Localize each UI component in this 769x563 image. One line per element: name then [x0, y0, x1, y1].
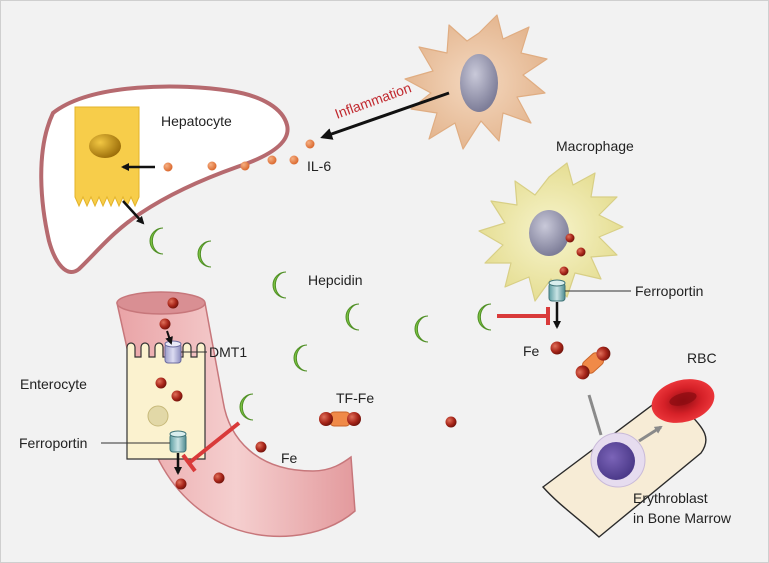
iron-particle [175, 478, 187, 490]
hepatocyte-nucleus [89, 134, 121, 158]
macrophage-iron-storing [478, 162, 624, 302]
ferroportin-macrophage-label: Ferroportin [635, 283, 703, 299]
tf-fe-label: TF-Fe [336, 390, 374, 406]
inflammation-arrow [320, 91, 450, 140]
dmt1-transporter [164, 340, 182, 364]
ferroportin-enterocyte [169, 430, 187, 453]
hepcidin-molecule [149, 227, 164, 255]
macrophage-nucleus-bottom [529, 210, 569, 256]
hepcidin-molecule [345, 303, 360, 331]
fe-gut-label: Fe [281, 450, 298, 466]
hepcidin-molecules [149, 227, 492, 421]
hepcidin-molecule [293, 344, 308, 372]
intestinal-iron-particles [155, 297, 183, 402]
red-blood-cell [651, 379, 715, 423]
enterocyte-nucleus [147, 405, 169, 427]
il6-particles [163, 139, 315, 172]
hepcidin-molecule [414, 315, 429, 343]
hepatocyte-cell [74, 106, 140, 208]
ferroportin-macrophage [548, 279, 566, 302]
erythroblast-label-line1: Erythroblast [633, 490, 708, 506]
erythroblast-label-line2: in Bone Marrow [633, 510, 732, 526]
hepcidin-molecule [477, 303, 492, 331]
intestine-opening [116, 291, 206, 315]
hepcidin-molecule [197, 240, 212, 268]
rbc-label: RBC [687, 350, 717, 366]
hepcidin-label: Hepcidin [308, 272, 362, 288]
transferrin-iron [319, 411, 361, 427]
dmt1-import-arrow [165, 330, 173, 345]
hepcidin-inhibition-macrophage [497, 307, 550, 325]
erythroblast-to-rbc-arrow [638, 425, 663, 443]
macrophage-inflammatory [404, 14, 548, 150]
iron-to-erythroblast-arrow [587, 394, 603, 436]
hepatocyte-label: Hepatocyte [161, 113, 232, 129]
hepcidin-molecule [272, 271, 287, 299]
circulating-iron-particles [213, 416, 457, 484]
hepcidin-molecule [239, 393, 254, 421]
macrophage-label: Macrophage [556, 138, 634, 154]
il6-label: IL-6 [307, 158, 331, 174]
inflammation-label: Inflammation [333, 79, 414, 121]
ferroportin-enterocyte-label: Ferroportin [19, 435, 87, 451]
fe-macrophage-label: Fe [523, 343, 540, 359]
dmt1-label: DMT1 [209, 344, 247, 360]
erythroblast-cell [590, 432, 646, 488]
macrophage-nucleus-top [460, 54, 498, 112]
enterocyte-label: Enterocyte [20, 376, 87, 392]
hepatocyte-to-hepcidin-arrow [122, 200, 145, 225]
transferrin-iron-bone-marrow [575, 346, 611, 380]
iron-particle [550, 341, 564, 355]
hepcidin-inhibition-enterocyte [181, 421, 241, 473]
